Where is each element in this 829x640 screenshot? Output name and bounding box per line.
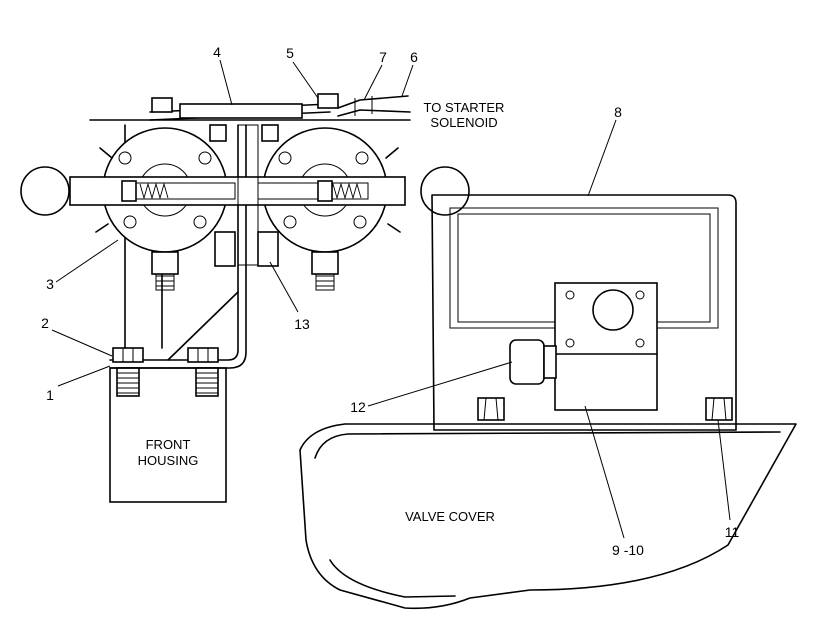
to-starter-label-1: TO STARTER: [424, 100, 505, 115]
callout-12: 12: [350, 399, 366, 415]
callout-1: 1: [46, 387, 54, 403]
valve-cover: [299, 423, 797, 610]
callout-8: 8: [614, 104, 622, 120]
callout-6: 6: [410, 49, 418, 65]
callout-13: 13: [294, 316, 310, 332]
leader-lines: [51, 59, 731, 539]
center-clamp: [209, 124, 279, 267]
callout-2: 2: [41, 315, 49, 331]
left-cylinder-valve: [95, 127, 228, 291]
callout-3: 3: [46, 276, 54, 292]
right-cylinder-valve: [262, 127, 401, 291]
to-starter-label-2: SOLENOID: [430, 115, 497, 130]
front-housing: [109, 367, 227, 503]
actuator-bar: [20, 166, 470, 216]
callout-7: 7: [379, 49, 387, 65]
front-housing-label-2: HOUSING: [138, 453, 199, 468]
callout-4: 4: [213, 44, 221, 60]
callout-5: 5: [286, 45, 294, 61]
solenoid-valve: [509, 282, 658, 411]
fuel-manifold: [89, 93, 411, 121]
front-housing-label-1: FRONT: [146, 437, 191, 452]
valve-cover-label: VALVE COVER: [405, 509, 495, 524]
callout-11: 11: [725, 524, 740, 540]
callout-9-10: 9 -10: [612, 542, 644, 558]
